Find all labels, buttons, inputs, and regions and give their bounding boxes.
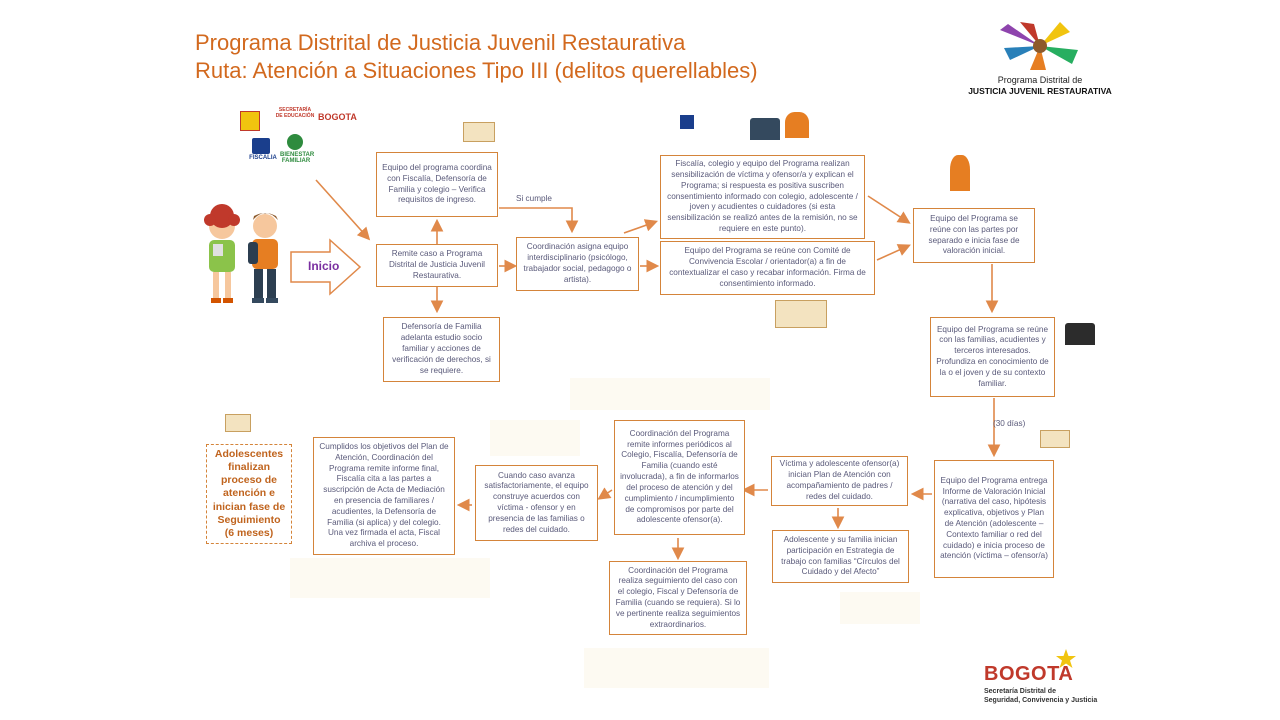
star-icon — [1056, 649, 1076, 668]
family-icon — [750, 118, 780, 140]
fiscalia-icon — [680, 115, 694, 129]
box-defensoria: Defensoría de Familia adelanta estudio s… — [383, 317, 500, 382]
program-logo-line2: JUSTICIA JUVENIL RESTAURATIVA — [968, 86, 1112, 96]
bogota-logo-line1: Secretaría Distrital de — [984, 688, 1056, 695]
bienestar-word1: BIENESTAR — [280, 152, 315, 158]
box-victima-ofensor: Víctima y adolescente ofensor(a) inician… — [771, 456, 908, 506]
start-arrow — [290, 238, 362, 296]
program-logo-icon — [1040, 430, 1070, 448]
box-circulos-text: Adolescente y su familia inician partici… — [781, 534, 900, 577]
box-sensibilizacion: Fiscalía, colegio y equipo del Programa … — [660, 155, 865, 239]
bienestar-word2: FAMILIAR — [281, 158, 311, 165]
institution-logos-cluster — [584, 648, 769, 688]
box-cumplidos: Cumplidos los objetivos del Plan de Aten… — [313, 437, 455, 555]
box-cumplidos-text: Cumplidos los objetivos del Plan de Aten… — [319, 441, 449, 549]
program-logo-icon — [463, 122, 495, 142]
people-icons-cluster — [490, 420, 580, 456]
program-logo-hands-icon — [1000, 22, 1078, 70]
box-reune-familias: Equipo del Programa se reúne con las fam… — [930, 317, 1055, 397]
children-icon — [950, 155, 970, 191]
box-reune-familias-text: Equipo del Programa se reúne con las fam… — [936, 324, 1049, 388]
educacion-logo: SECRETARÍA DE EDUCACIÓN — [275, 107, 315, 119]
school-icon — [775, 300, 827, 328]
bienestar-icon — [287, 134, 303, 150]
box-coordinacion-asigna-text: Coordinación asigna equipo interdiscipli… — [523, 242, 632, 284]
fiscalia-label: FISCALIA — [249, 155, 277, 161]
box-coord-seguimiento-text: Coordinación del Programa realiza seguim… — [615, 565, 741, 629]
institution-logos-cluster — [290, 558, 490, 598]
box-comite: Equipo del Programa se reúne con Comité … — [660, 241, 875, 295]
page-subtitle: Ruta: Atención a Situaciones Tipo III (d… — [195, 58, 758, 83]
bogota-logo-line2: Seguridad, Convivencia y Justicia — [984, 697, 1098, 704]
box-caso-avanza: Cuando caso avanza satisfactoriamente, e… — [475, 465, 598, 541]
fiscalia-icon — [252, 138, 270, 154]
bogota-logo-small: BOGOTA — [318, 112, 357, 122]
box-equipo-coordina-text: Equipo del programa coordina con Fiscalí… — [382, 162, 492, 205]
box-coord-informes-text: Coordinación del Programa remite informe… — [620, 428, 739, 525]
box-victima-ofensor-text: Víctima y adolescente ofensor(a) inician… — [779, 459, 900, 501]
box-caso-avanza-text: Cuando caso avanza satisfactoriamente, e… — [484, 470, 589, 534]
box-final-text: Adolescentes finalizan proceso de atenci… — [212, 448, 286, 539]
box-equipo-coordina: Equipo del programa coordina con Fiscalí… — [376, 152, 498, 217]
bogota-seal-icon — [240, 111, 260, 131]
box-comite-text: Equipo del Programa se reúne con Comité … — [669, 246, 866, 288]
start-label: Inicio — [308, 259, 340, 273]
program-logo-line1: Programa Distrital de — [997, 75, 1083, 85]
box-coord-informes: Coordinación del Programa remite informe… — [614, 420, 745, 535]
box-sensibilizacion-text: Fiscalía, colegio y equipo del Programa … — [667, 159, 858, 234]
children-icon — [785, 112, 809, 138]
family-icon — [1065, 323, 1095, 345]
box-final: Adolescentes finalizan proceso de atenci… — [206, 444, 292, 544]
box-coordinacion-asigna: Coordinación asigna equipo interdiscipli… — [516, 237, 639, 291]
box-informe-valoracion: Equipo del Programa entrega Informe de V… — [934, 460, 1054, 578]
bogota-logo: BOGOTA — [984, 663, 1074, 685]
box-reune-partes: Equipo del Programa se reúne con las par… — [913, 208, 1035, 263]
children-illustration — [204, 204, 278, 303]
box-defensoria-text: Defensoría de Familia adelanta estudio s… — [392, 322, 491, 375]
box-informe-valoracion-text: Equipo del Programa entrega Informe de V… — [940, 475, 1048, 561]
box-remite-text: Remite caso a Programa Distrital de Just… — [388, 249, 485, 280]
people-icons-cluster — [840, 592, 920, 624]
page-title: Programa Distrital de Justicia Juvenil R… — [195, 30, 686, 55]
box-remite: Remite caso a Programa Distrital de Just… — [376, 244, 498, 287]
label-si-cumple: Si cumple — [516, 194, 552, 203]
box-circulos: Adolescente y su familia inician partici… — [772, 530, 909, 583]
box-reune-partes-text: Equipo del Programa se reúne con las par… — [928, 213, 1020, 256]
label-treinta-dias: (30 días) — [993, 419, 1026, 428]
program-logo-icon — [225, 414, 251, 432]
box-coord-seguimiento: Coordinación del Programa realiza seguim… — [609, 561, 747, 635]
institution-logos-cluster — [570, 378, 770, 410]
